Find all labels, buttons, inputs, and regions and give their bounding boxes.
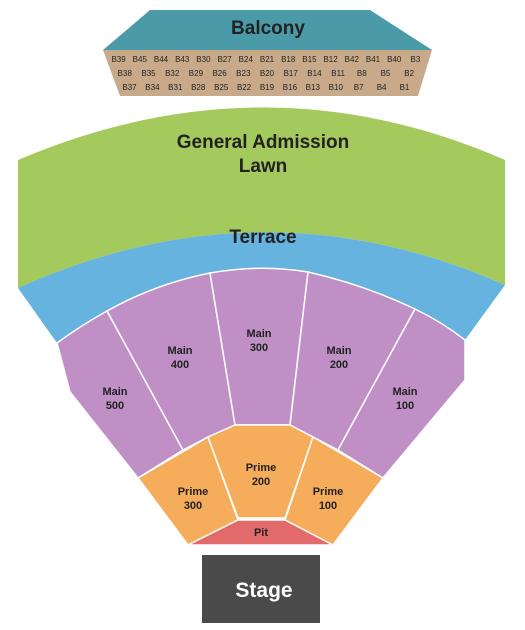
balcony-box-b8[interactable]: B8: [357, 69, 367, 78]
balcony-box-b18[interactable]: B18: [281, 55, 296, 64]
terrace-shape: [18, 232, 505, 343]
balcony-box-b35[interactable]: B35: [141, 69, 156, 78]
balcony-box-b13[interactable]: B13: [306, 83, 321, 92]
main-100-shape: [337, 308, 466, 479]
balcony-box-b1[interactable]: B1: [400, 83, 410, 92]
prime-100-label-line2: 100: [319, 500, 337, 512]
main-100-label-line1: Main: [392, 386, 417, 398]
main-200-label-line2: 200: [330, 359, 348, 371]
balcony-box-b16[interactable]: B16: [283, 83, 298, 92]
main-200-label-line1: Main: [326, 345, 351, 357]
balcony-boxes-shape: [103, 50, 432, 96]
balcony-box-b21[interactable]: B21: [260, 55, 275, 64]
balcony-box-b2[interactable]: B2: [404, 69, 414, 78]
balcony-box-b31[interactable]: B31: [168, 83, 183, 92]
balcony-box-b42[interactable]: B42: [345, 55, 360, 64]
pit-label: Pit: [254, 527, 268, 539]
balcony-box-b34[interactable]: B34: [145, 83, 160, 92]
balcony-box-b44[interactable]: B44: [154, 55, 169, 64]
stage-label: Stage: [235, 579, 292, 602]
balcony-box-b11[interactable]: B11: [331, 69, 345, 78]
balcony-header-shape: [103, 10, 432, 50]
balcony-box-b38[interactable]: B38: [118, 69, 133, 78]
main-200-shape: [289, 271, 417, 452]
balcony-box-b3[interactable]: B3: [411, 55, 421, 64]
lawn-label-line2: Lawn: [239, 156, 288, 177]
main-300-label-line1: Main: [246, 328, 271, 340]
balcony-box-b24[interactable]: B24: [239, 55, 254, 64]
balcony-box-b19[interactable]: B19: [260, 83, 275, 92]
stage: Stage: [202, 555, 320, 623]
balcony-box-b17[interactable]: B17: [284, 69, 299, 78]
prime-200-label-line2: 200: [252, 476, 270, 488]
balcony-label: Balcony: [231, 18, 305, 39]
main-400-label-line1: Main: [167, 345, 192, 357]
terrace-label: Terrace: [229, 227, 296, 248]
lawn-section[interactable]: General Admission Lawn: [18, 107, 505, 289]
balcony-box-b30[interactable]: B30: [196, 55, 211, 64]
balcony-box-b28[interactable]: B28: [191, 83, 206, 92]
balcony-box-b26[interactable]: B26: [212, 69, 227, 78]
lawn-label-line1: General Admission: [177, 132, 349, 153]
terrace-section[interactable]: Terrace: [18, 227, 505, 343]
balcony-box-b45[interactable]: B45: [133, 55, 148, 64]
pit-section[interactable]: Pit: [187, 519, 334, 546]
balcony-box-b43[interactable]: B43: [175, 55, 190, 64]
balcony-box-b14[interactable]: B14: [307, 69, 322, 78]
balcony-box-b4[interactable]: B4: [377, 83, 387, 92]
balcony-box-b39[interactable]: B39: [111, 55, 126, 64]
balcony-box-b10[interactable]: B10: [329, 83, 344, 92]
balcony-box-b5[interactable]: B5: [381, 69, 391, 78]
lawn-shape: [18, 107, 505, 288]
prime-300-label-line2: 300: [184, 500, 202, 512]
main-200-section[interactable]: Main 200: [289, 271, 417, 452]
main-400-section[interactable]: Main 400: [105, 272, 236, 452]
balcony-box-b12[interactable]: B12: [323, 55, 338, 64]
stage-shape: [202, 555, 320, 623]
balcony-box-b23[interactable]: B23: [236, 69, 251, 78]
main-400-label-line2: 400: [171, 359, 189, 371]
balcony-box-b40[interactable]: B40: [387, 55, 402, 64]
main-100-section[interactable]: Main 100: [337, 308, 466, 479]
balcony-box-b7[interactable]: B7: [354, 83, 364, 92]
prime-100-label-line1: Prime: [313, 486, 344, 498]
prime-300-label-line1: Prime: [178, 486, 209, 498]
main-500-label-line2: 500: [106, 400, 124, 412]
balcony-box-b25[interactable]: B25: [214, 83, 229, 92]
prime-200-label-line1: Prime: [246, 462, 277, 474]
balcony-box-b27[interactable]: B27: [217, 55, 232, 64]
balcony-box-b41[interactable]: B41: [366, 55, 381, 64]
main-100-label-line2: 100: [396, 400, 414, 412]
balcony-box-b15[interactable]: B15: [302, 55, 317, 64]
balcony-box-b20[interactable]: B20: [260, 69, 275, 78]
main-500-label-line1: Main: [102, 386, 127, 398]
prime-100-section[interactable]: Prime 100: [284, 435, 385, 546]
balcony-box-b32[interactable]: B32: [165, 69, 180, 78]
main-300-label-line2: 300: [250, 342, 268, 354]
balcony-box-b29[interactable]: B29: [189, 69, 204, 78]
balcony-box-b22[interactable]: B22: [237, 83, 252, 92]
pit-shape: [187, 519, 334, 546]
balcony-box-b37[interactable]: B37: [122, 83, 137, 92]
